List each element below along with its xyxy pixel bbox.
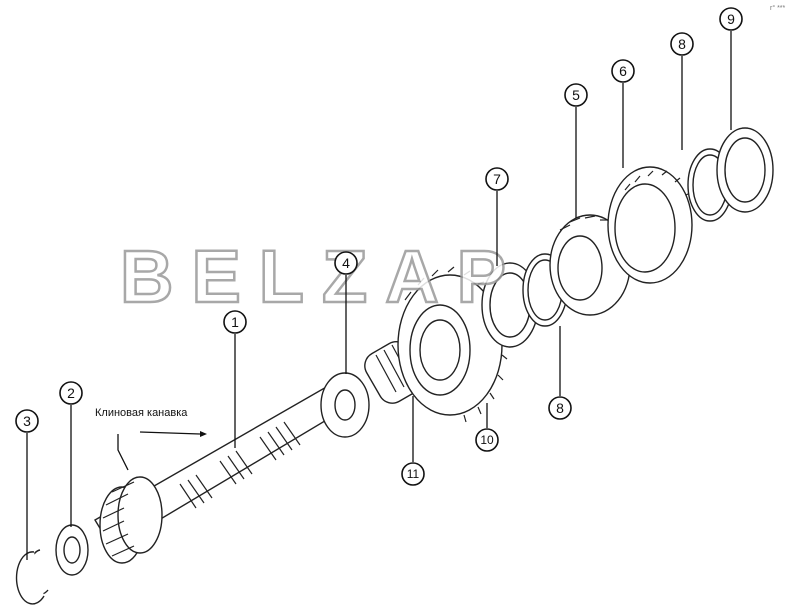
callout-10: 10	[475, 428, 499, 452]
callout-11: 11	[401, 462, 425, 486]
svg-text:4: 4	[342, 255, 350, 271]
svg-text:8: 8	[678, 36, 686, 52]
callout-1: 1	[223, 310, 247, 334]
corner-mark: r° ***	[770, 4, 786, 12]
helical-gear-shaft	[99, 476, 163, 564]
svg-text:11: 11	[407, 467, 420, 481]
part-10-gear	[397, 266, 508, 423]
part-2-bushing	[55, 524, 89, 576]
svg-text:3: 3	[23, 413, 31, 429]
callout-8-lower: 8	[548, 396, 572, 420]
annotation-leader	[117, 431, 207, 471]
part-6-sleeve	[607, 166, 693, 284]
part-3-snap-ring	[15, 549, 49, 605]
callout-5: 5	[564, 83, 588, 107]
svg-text:7: 7	[493, 171, 501, 187]
svg-text:1: 1	[231, 314, 239, 330]
svg-text:8: 8	[556, 400, 564, 416]
svg-text:2: 2	[67, 385, 75, 401]
watermark: BELZAP	[120, 235, 524, 318]
callout-8-upper: 8	[670, 32, 694, 56]
svg-text:5: 5	[572, 87, 580, 103]
svg-text:6: 6	[619, 63, 627, 79]
callout-9: 9	[719, 7, 743, 31]
part-9-sync-ring	[716, 127, 774, 213]
callout-7: 7	[485, 167, 509, 191]
callout-4: 4	[334, 251, 358, 275]
svg-text:9: 9	[727, 11, 735, 27]
callout-6: 6	[611, 59, 635, 83]
annotation-text: Клиновая канавка	[95, 407, 188, 419]
leader-lines	[26, 31, 732, 560]
callout-3: 3	[15, 409, 39, 433]
callout-2: 2	[59, 381, 83, 405]
svg-text:10: 10	[480, 433, 494, 447]
part-4-washer	[320, 372, 370, 438]
